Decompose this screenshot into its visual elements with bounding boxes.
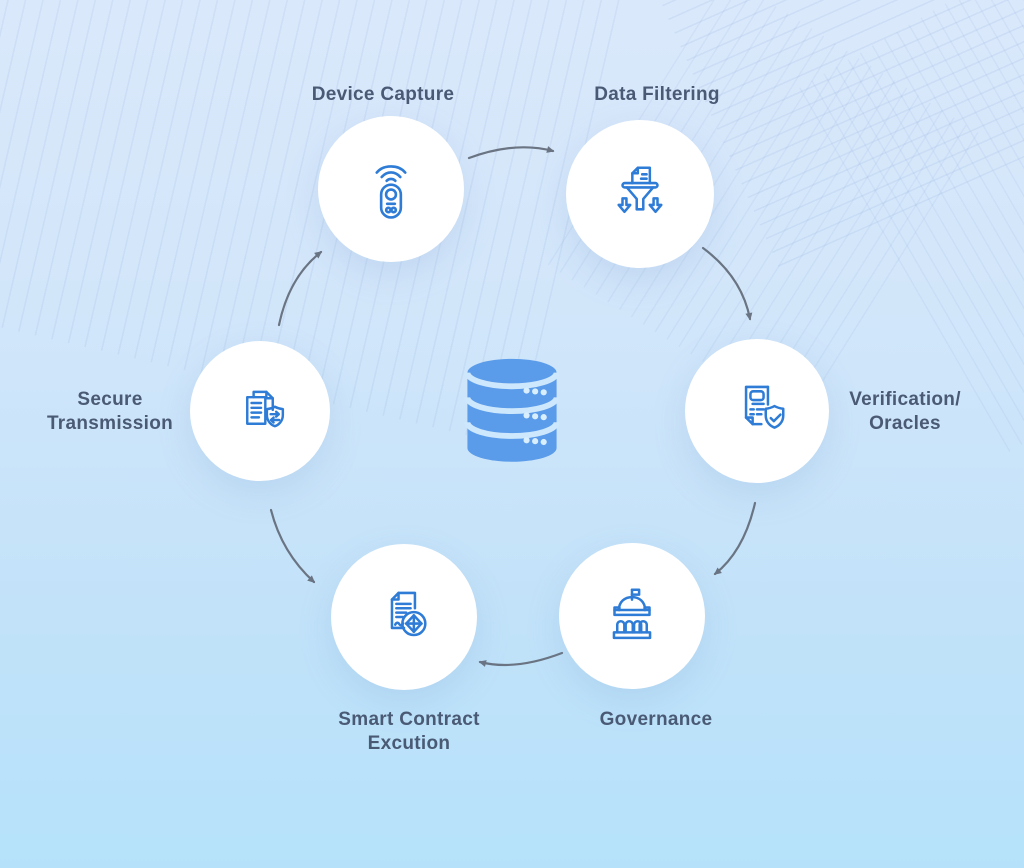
node-label-governance: Governance xyxy=(599,709,713,730)
node-smart-contract-execution xyxy=(331,544,477,690)
arrow-secure-transmission-to-device-capture xyxy=(277,250,323,327)
remote-control-icon xyxy=(356,154,426,224)
arrow-verification-to-governance xyxy=(713,501,757,576)
filter-funnel-icon xyxy=(605,159,675,229)
node-verification-oracles xyxy=(685,339,829,483)
smart-contract-icon xyxy=(369,582,439,652)
node-data-filtering xyxy=(566,120,714,268)
database-icon xyxy=(457,352,567,477)
secure-documents-icon xyxy=(226,377,294,445)
verified-document-icon xyxy=(722,376,792,446)
node-label-smart-contract-execution: Smart Contract Excution xyxy=(338,709,480,754)
node-governance xyxy=(559,543,705,689)
node-label-device-capture: Device Capture xyxy=(311,84,455,105)
node-secure-transmission xyxy=(190,341,330,481)
node-label-secure-transmission: Secure Transmission xyxy=(46,389,174,434)
arrow-data-filtering-to-verification xyxy=(701,246,753,321)
arrow-device-capture-to-data-filtering xyxy=(467,146,555,160)
arrow-governance-to-smart-contract xyxy=(478,651,564,667)
node-label-data-filtering: Data Filtering xyxy=(594,84,720,105)
arrow-secure-transmission-to-smart-contract xyxy=(269,508,316,584)
government-building-icon xyxy=(597,581,667,651)
node-label-verification-oracles: Verification/ Oracles xyxy=(849,389,961,434)
node-device-capture xyxy=(318,116,464,262)
